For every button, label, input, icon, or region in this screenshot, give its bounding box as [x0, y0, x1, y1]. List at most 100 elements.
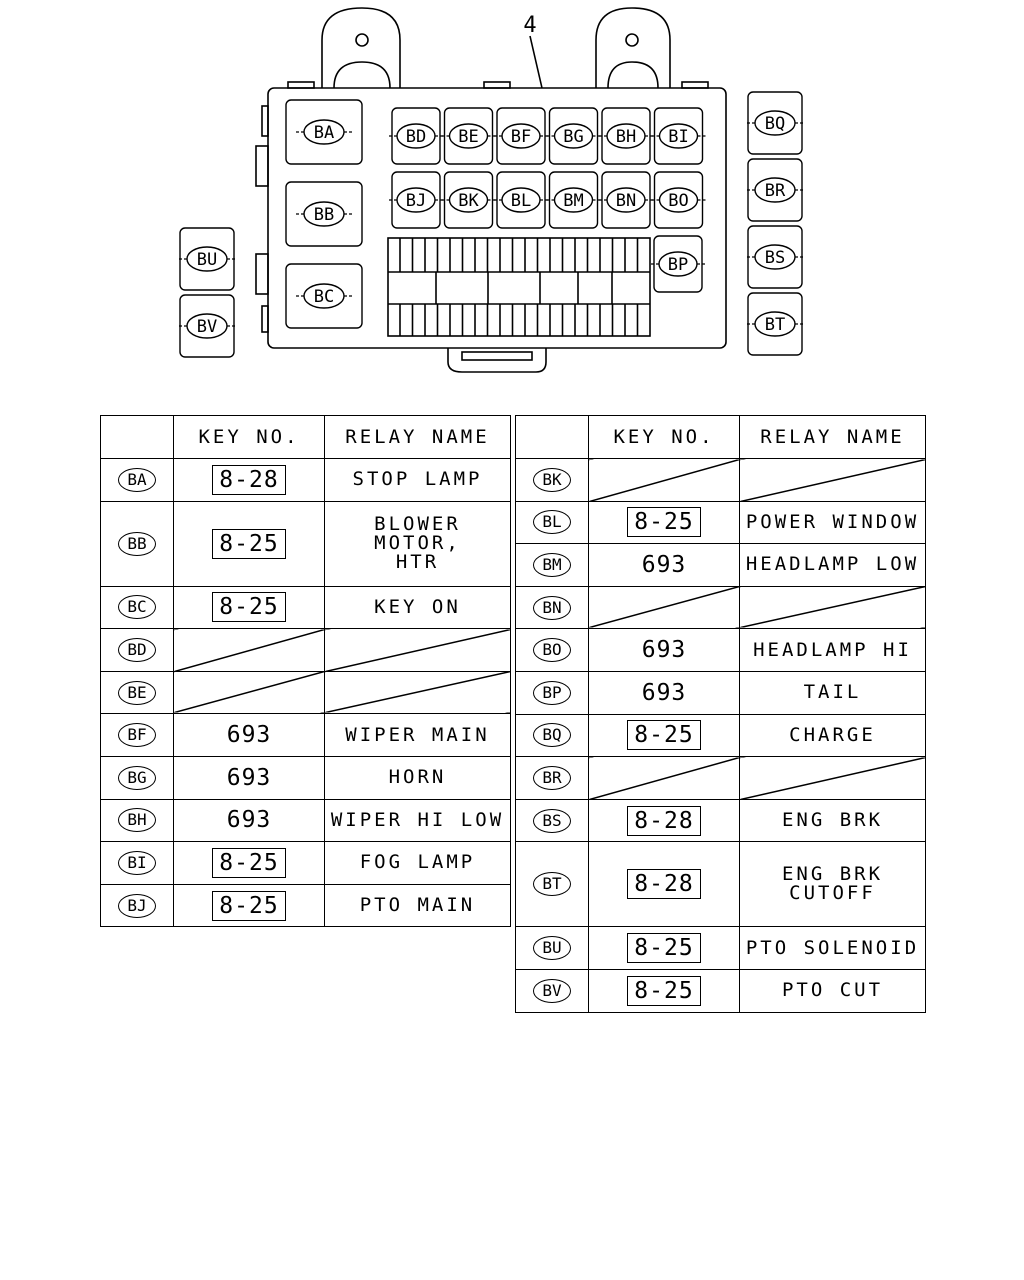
key-no-cell	[173, 670, 325, 715]
relay-name-cell	[739, 458, 926, 502]
relay-code-oval: BF	[118, 723, 156, 748]
relay-code-cell: BS	[515, 798, 589, 843]
key-no-cell: 8-25	[173, 585, 325, 630]
relay-row-bn: BN	[515, 585, 926, 630]
relay-code-oval: BM	[533, 552, 571, 577]
relay-name-cell	[324, 628, 511, 672]
key-no-value: 8-25	[212, 890, 286, 921]
relay-name-cell	[739, 585, 926, 630]
relay-code-cell: BC	[100, 585, 174, 630]
key-no-value: 8-25	[627, 975, 701, 1006]
relay-code-cell: BB	[100, 500, 174, 587]
relay-name-cell: KEY ON	[324, 585, 511, 630]
relay-code-cell: BP	[515, 670, 589, 715]
header-blank	[515, 415, 589, 459]
key-no-value: 8-25	[627, 507, 701, 538]
relay-name-text: KEY ON	[374, 595, 461, 618]
relay-name-text: ENG BRK	[781, 863, 884, 886]
relay-slot-bh: BH	[599, 107, 653, 165]
relay-name-cell: PTO MAIN	[324, 883, 511, 928]
relay-code-oval: BS	[533, 808, 571, 833]
relay-name-cell: TAIL	[739, 670, 926, 715]
key-no-value: 693	[226, 807, 272, 834]
key-no-value: 693	[641, 679, 687, 706]
relay-slot-label: BF	[511, 127, 531, 147]
relay-row-bd: BD	[100, 628, 511, 672]
key-no-cell: 693	[588, 543, 740, 587]
relay-slot-label: BU	[197, 250, 217, 270]
relay-code-oval: BN	[533, 595, 571, 620]
relay-code-cell: BV	[515, 968, 589, 1013]
relay-slot-label: BK	[458, 191, 479, 211]
relay-slot-bp: BP	[651, 235, 705, 293]
key-no-cell	[588, 756, 740, 800]
relay-code-cell: BJ	[100, 883, 174, 928]
relay-slot-label: BG	[563, 127, 583, 147]
relay-name-text: HTR	[395, 551, 440, 574]
relay-row-bk: BK	[515, 458, 926, 502]
relay-code-oval: BP	[533, 680, 571, 705]
key-no-value: 693	[641, 637, 687, 664]
relay-name-text: STOP LAMP	[352, 468, 483, 491]
header-blank	[100, 415, 174, 459]
relay-name-cell: BLOWER MOTOR,HTR	[324, 500, 511, 587]
header-key-no: KEY NO.	[173, 415, 325, 459]
relay-slot-bo: BO	[651, 171, 706, 229]
relay-name-text: CHARGE	[789, 723, 876, 746]
relay-slot-bf: BF	[494, 107, 548, 165]
relay-name-text: HORN	[388, 766, 447, 789]
relay-slot-bk: BK	[441, 171, 496, 229]
key-no-cell: 8-28	[588, 798, 740, 843]
relay-code-cell: BK	[515, 458, 589, 502]
key-no-value: 8-25	[627, 933, 701, 964]
key-no-value: 8-28	[212, 464, 286, 495]
relay-code-oval: BB	[118, 531, 156, 556]
relay-slot-bs: BS	[747, 225, 803, 289]
relay-code-oval: BO	[533, 638, 571, 663]
relay-row-be: BE	[100, 670, 511, 715]
key-no-value: 8-25	[212, 592, 286, 623]
relay-name-text: CUTOFF	[789, 882, 876, 905]
relay-code-oval: BR	[533, 765, 571, 790]
relay-name-text: PTO MAIN	[359, 894, 476, 917]
relay-name-cell: PTO CUT	[739, 968, 926, 1013]
relay-slot-label: BL	[511, 191, 531, 211]
relay-code-oval: BL	[533, 510, 571, 535]
relay-slot-label: BV	[197, 317, 217, 337]
key-no-cell: 8-25	[173, 841, 325, 885]
key-no-cell: 8-25	[588, 713, 740, 758]
relay-row-br: BR	[515, 756, 926, 800]
relay-code-oval: BV	[533, 978, 571, 1003]
relay-name-cell: HEADLAMP LOW	[739, 543, 926, 587]
key-no-value: 8-25	[212, 847, 286, 878]
key-no-cell: 8-25	[588, 926, 740, 970]
relay-row-bc: BC 8-25 KEY ON	[100, 585, 511, 630]
relay-name-text: FOG LAMP	[359, 851, 476, 874]
relay-row-bv: BV 8-25 PTO CUT	[515, 968, 926, 1013]
key-no-cell: 693	[173, 755, 325, 800]
relay-name-text: HEADLAMP HI	[753, 638, 912, 661]
key-no-cell: 8-28	[588, 841, 740, 928]
relay-slot-label: BM	[563, 191, 583, 211]
header-relay-name: RELAY NAME	[739, 415, 926, 459]
callout-number: 4	[523, 13, 536, 38]
relay-slot-label: BB	[314, 205, 334, 225]
relay-slot-bu: BU	[179, 227, 235, 291]
relay-code-oval: BH	[118, 808, 156, 833]
key-no-cell: 8-28	[173, 458, 325, 502]
relay-name-cell: POWER WINDOW	[739, 500, 926, 545]
relay-slot-bl: BL	[494, 171, 548, 229]
relay-code-oval: BU	[533, 936, 571, 961]
relay-name-text: HEADLAMP LOW	[745, 553, 920, 576]
relay-slot-label: BA	[314, 123, 334, 143]
key-no-cell: 8-25	[173, 500, 325, 587]
relay-name-text: TAIL	[803, 681, 862, 704]
key-no-value: 8-28	[627, 869, 701, 900]
relay-code-cell: BA	[100, 458, 174, 502]
relay-slot-label: BJ	[406, 191, 426, 211]
